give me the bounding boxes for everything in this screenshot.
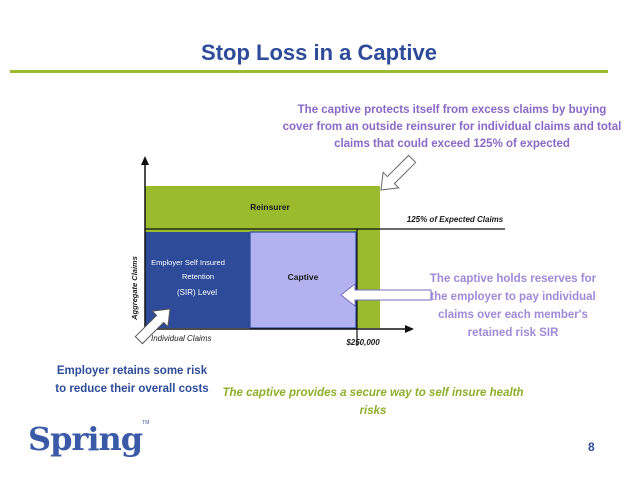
spring-logo: SpringTM xyxy=(28,420,149,458)
y-axis-label: Aggregate Claims xyxy=(130,256,139,321)
sir-pointer-arrow xyxy=(134,308,171,345)
sir-label-line3: (SIR) Level xyxy=(177,288,217,297)
captive-region xyxy=(249,231,357,329)
title-underline xyxy=(10,70,608,73)
y-axis-arrowhead xyxy=(141,156,149,165)
reinsurer-callout: The captive protects itself from excess … xyxy=(282,104,622,150)
secure-self-insure-callout: The captive provides a secure way to sel… xyxy=(222,387,524,417)
captive-pointer-arrow xyxy=(340,282,432,308)
page-number: 8 xyxy=(588,440,595,454)
x-axis-label: Individual Claims xyxy=(151,334,211,343)
reinsurer-label: Reinsurer xyxy=(250,202,290,212)
captive-callout: The captive holds reserves for the emplo… xyxy=(429,273,597,339)
sir-label-line2: Retention xyxy=(182,272,214,281)
logo-wordmark: Spring xyxy=(28,420,143,458)
captive-label: Captive xyxy=(288,272,319,282)
x-threshold-label: $250,000 xyxy=(345,338,380,347)
logo-trademark: TM xyxy=(142,420,150,426)
sir-label-line1: Employer Self Insured xyxy=(151,258,225,267)
employer-callout: Employer retains some risk to reduce the… xyxy=(55,365,209,395)
x-axis-arrowhead xyxy=(405,325,414,333)
threshold-label-125: 125% of Expected Claims xyxy=(407,215,504,224)
reinsurer-pointer-arrow xyxy=(380,154,417,191)
slide-title: Stop Loss in a Captive xyxy=(201,40,437,65)
